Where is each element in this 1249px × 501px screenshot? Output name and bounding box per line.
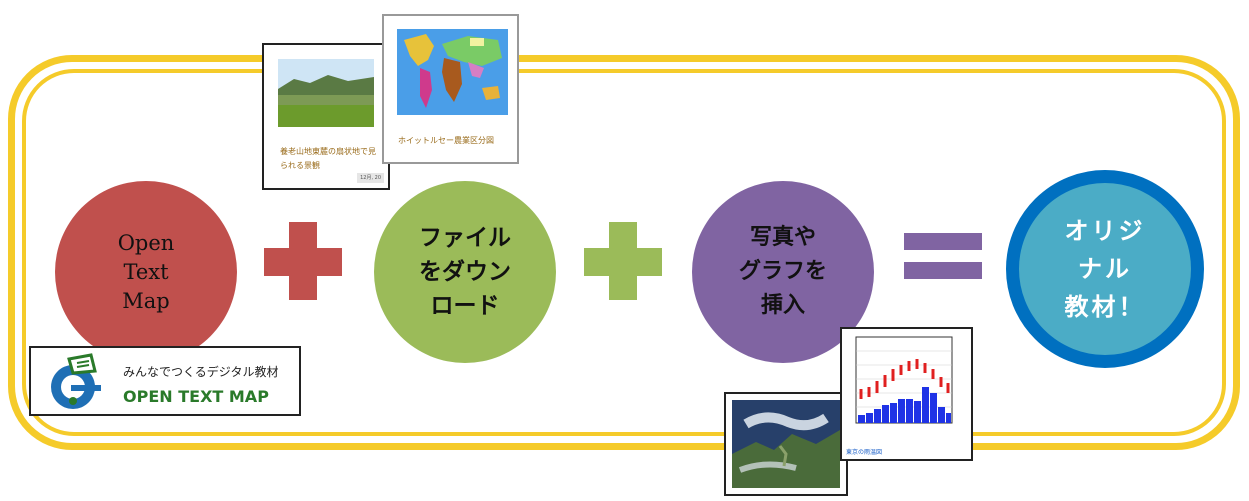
climate-caption: 東京の雨温図 (846, 449, 883, 456)
inner-yellow-frame (22, 69, 1226, 436)
landscape-photo (278, 59, 374, 127)
open-text-map-line-1: Open (117, 230, 175, 255)
open-text-map-line-3: Map (122, 288, 170, 313)
world-agriculture-map (397, 29, 508, 115)
photo-date: 12月, 20 (357, 173, 384, 183)
satellite-photo (732, 400, 840, 488)
plus-red-vertical-bar (289, 222, 317, 300)
precipitation-bars (858, 387, 951, 423)
satellite-image-card (724, 392, 848, 496)
climate-graph-card: 東京の雨温図 (840, 327, 973, 461)
climate-graph (855, 336, 953, 424)
open-text-map-circle: Open Text Map (55, 181, 237, 363)
temperature-range-bars (859, 359, 950, 399)
insert-line-2: グラフを (738, 259, 827, 284)
download-line-3: ロード (430, 293, 500, 319)
plus-green-vertical-bar (609, 222, 637, 300)
outer-yellow-frame (8, 55, 1240, 450)
logo-tagline: みんなでつくるデジタル教材 (123, 365, 279, 379)
photo-caption: 養老山地東麓の扇状地で見られる景観 (280, 147, 376, 170)
original-material-circle: オリジ ナル 教材！ (1006, 170, 1204, 368)
photo-thumbnail-card: 養老山地東麓の扇状地で見られる景観 12月, 20 (262, 43, 390, 190)
insert-line-3: 挿入 (760, 293, 805, 318)
download-line-2: をダウン (419, 259, 511, 285)
original-line-1: オリジ (1064, 217, 1146, 245)
equals-sign-top-bar (904, 233, 982, 250)
open-text-map-logo: みんなでつくるデジタル教材 OPEN TEXT MAP (29, 346, 301, 416)
insert-line-1: 写真や (749, 225, 816, 250)
download-line-1: ファイル (419, 225, 511, 251)
equals-sign-bottom-bar (904, 262, 982, 279)
original-line-2: ナル (1078, 255, 1132, 283)
open-text-map-line-2: Text (123, 259, 169, 284)
world-map-thumbnail-card: ホイットルセー農業区分図 (382, 14, 519, 164)
logo-name: OPEN TEXT MAP (123, 387, 269, 406)
otm-logo-mark-icon (51, 353, 101, 409)
map-caption: ホイットルセー農業区分図 (398, 136, 494, 145)
original-line-3: 教材！ (1064, 293, 1146, 321)
download-file-circle: ファイル をダウン ロード (374, 181, 556, 363)
